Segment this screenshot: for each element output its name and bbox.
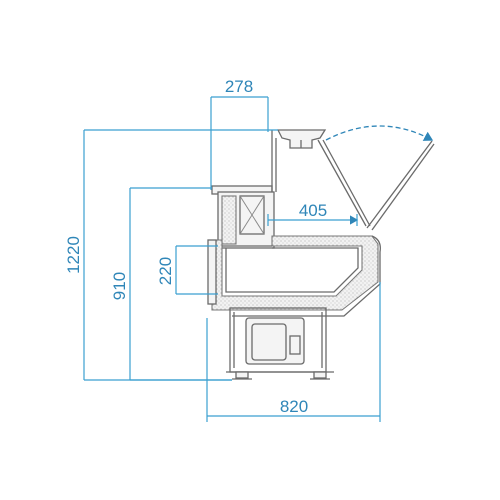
front-glass-inner [317, 139, 367, 227]
dim-total-height-label: 1220 [64, 236, 83, 274]
outer-front-shell [232, 235, 381, 317]
dim-inner-depth: 405 [267, 201, 359, 226]
compressor-fan [251, 323, 287, 361]
insulated-tub [211, 235, 379, 311]
tub-inner-liner [225, 247, 359, 293]
rear-evaporator-box [239, 195, 265, 235]
dim-top-width-label: 278 [225, 77, 253, 96]
front-glass-inner-2 [322, 139, 371, 227]
front-glass-open-2 [371, 143, 435, 231]
dim-counter-height-label: 910 [110, 272, 129, 300]
front-bumper [207, 239, 217, 305]
foot-right [313, 371, 327, 379]
dim-inner-depth-label: 405 [299, 201, 327, 220]
glass-opening-arc [325, 125, 434, 141]
dim-counter-height: 910 [110, 187, 232, 381]
compressor-box [289, 335, 301, 355]
dim-total-depth: 820 [206, 282, 381, 422]
dim-front-height: 220 [156, 245, 218, 295]
dim-top-width: 278 [210, 77, 269, 190]
top-canopy [276, 129, 327, 149]
front-glass-open [366, 140, 433, 229]
evaporator-cross-2 [239, 195, 265, 235]
rear-insulation [221, 195, 237, 245]
dim-total-depth-label: 820 [280, 397, 308, 416]
foot-left [235, 371, 249, 379]
cabinet-body [207, 129, 435, 380]
dim-front-height-label: 220 [156, 257, 175, 285]
